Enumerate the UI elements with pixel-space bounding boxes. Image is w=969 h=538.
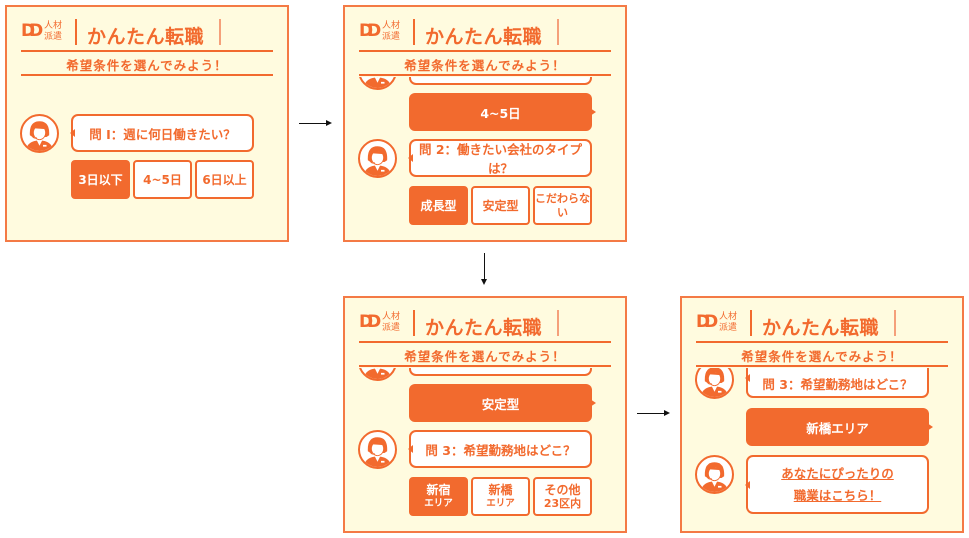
- option-label: こだわらない: [535, 191, 590, 219]
- divider: [413, 19, 415, 45]
- divider: [557, 19, 559, 45]
- brand-logo-sub: 人材派遣: [719, 312, 738, 333]
- operator-avatar-icon: [695, 455, 734, 494]
- divider: [75, 19, 77, 45]
- subtitle: 希望条件を選んでみよう！: [404, 349, 566, 364]
- option-button[interactable]: 新宿エリア: [409, 477, 468, 516]
- operator-avatar-icon: [358, 430, 397, 469]
- brand-logo: DD: [359, 312, 381, 332]
- app-title: かんたん転職: [762, 317, 880, 339]
- answer-bubble: 4~5日: [409, 93, 596, 131]
- option-sublabel: エリア: [424, 497, 453, 509]
- brand-logo-sub: 人材派遣: [382, 21, 401, 42]
- divider: [21, 74, 273, 76]
- subtitle: 希望条件を選んでみよう！: [66, 58, 228, 73]
- question-bubble: 問 2：働きたい会社のタイプは？: [408, 139, 592, 177]
- divider: [894, 310, 896, 336]
- divider: [359, 50, 611, 52]
- app-title: かんたん転職: [87, 26, 205, 48]
- header: DD 人材派遣 かんたん転職 希望条件を選んでみよう！: [345, 298, 625, 368]
- brand-logo: DD: [696, 312, 718, 332]
- question-bubble: 問 3：希望勤務地はどこ？: [408, 430, 592, 468]
- option-button[interactable]: 新橋エリア: [471, 477, 530, 516]
- brand-logo: DD: [359, 21, 381, 41]
- question-bubble: 問 I：週に何日働きたい？: [70, 114, 254, 152]
- option-button[interactable]: 4~5日: [133, 160, 192, 199]
- option-label: 成長型: [420, 198, 457, 213]
- option-sublabel: 23区内: [543, 496, 582, 510]
- divider: [21, 50, 273, 52]
- option-button[interactable]: 安定型: [471, 186, 530, 225]
- header: DD 人材派遣 かんたん転職 希望条件を選んでみよう！: [345, 7, 625, 77]
- screen-3: DD 人材派遣 かんたん転職 希望条件を選んでみよう！ 安定型 問 3：希望勤務…: [343, 296, 627, 533]
- screen-2: DD 人材派遣 かんたん転職 希望条件を選んでみよう！ 4~5日 問 2：働きた…: [343, 5, 627, 242]
- header: DD 人材派遣 かんたん転職 希望条件を選んでみよう！: [7, 7, 287, 77]
- option-label: 新宿: [426, 482, 451, 497]
- result-bubble[interactable]: あなたにぴったりの 職業はこちら！: [745, 455, 929, 514]
- divider: [557, 310, 559, 336]
- answer-bubble: 新橋エリア: [746, 408, 933, 446]
- operator-avatar-icon: [358, 139, 397, 178]
- option-label: 6日以上: [202, 172, 247, 187]
- divider: [696, 365, 948, 367]
- screen-1: DD 人材派遣 かんたん転職 希望条件を選んでみよう！ 問 I：週に何日働きたい…: [5, 5, 289, 242]
- subtitle: 希望条件を選んでみよう！: [741, 349, 903, 364]
- option-sublabel: エリア: [486, 497, 515, 509]
- divider: [219, 19, 221, 45]
- option-label: 3日以下: [78, 172, 123, 187]
- app-title: かんたん転職: [425, 317, 543, 339]
- brand-logo-sub: 人材派遣: [44, 21, 63, 42]
- option-label: その他: [544, 482, 581, 497]
- option-label: 4~5日: [143, 172, 182, 187]
- brand-logo: DD: [21, 21, 43, 41]
- answer-bubble: 安定型: [409, 384, 596, 422]
- option-button[interactable]: 成長型: [409, 186, 468, 225]
- divider: [696, 341, 948, 343]
- divider: [359, 341, 611, 343]
- divider: [750, 310, 752, 336]
- operator-avatar-icon: [20, 114, 59, 153]
- result-link-line1[interactable]: あなたにぴったりの: [781, 465, 894, 481]
- option-label: 新橋: [488, 482, 513, 497]
- app-title: かんたん転職: [425, 26, 543, 48]
- option-button[interactable]: こだわらない: [533, 186, 592, 225]
- divider: [413, 310, 415, 336]
- result-link-line2[interactable]: 職業はこちら！: [793, 487, 882, 503]
- header: DD 人材派遣 かんたん転職 希望条件を選んでみよう！: [682, 298, 962, 368]
- option-button[interactable]: 6日以上: [195, 160, 254, 199]
- divider: [359, 365, 611, 367]
- brand-logo-sub: 人材派遣: [382, 312, 401, 333]
- divider: [359, 74, 611, 76]
- option-label: 安定型: [482, 198, 519, 213]
- option-button[interactable]: 3日以下: [71, 160, 130, 199]
- screen-4: DD 人材派遣 かんたん転職 希望条件を選んでみよう！ 問 3：希望勤務地はどこ…: [680, 296, 964, 533]
- subtitle: 希望条件を選んでみよう！: [404, 58, 566, 73]
